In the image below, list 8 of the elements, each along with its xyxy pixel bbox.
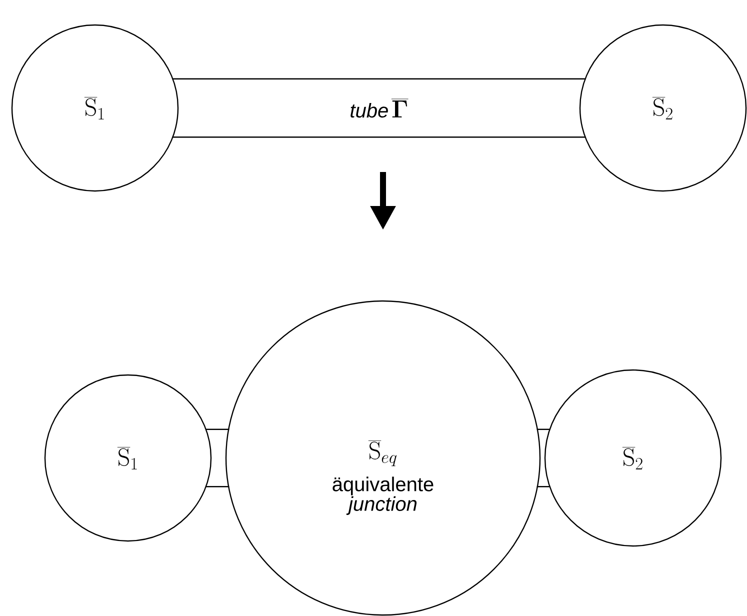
connecting-tube <box>204 428 230 488</box>
circle-node: $\overline{\mathrm{S}}_1$ <box>11 24 179 192</box>
circle-node: $\overline{\mathrm{S}}_{eq}$ äquivalente junction <box>225 300 541 616</box>
circle-node: $\overline{\mathrm{S}}_2$ <box>544 369 722 547</box>
tube-band: tube $\overline{\mathbf{\Gamma}}$ <box>172 78 586 138</box>
circle-node: $\overline{\mathrm{S}}_1$ <box>44 374 212 542</box>
circle-node: $\overline{\mathrm{S}}_2$ <box>579 24 747 192</box>
connecting-tube <box>536 428 551 488</box>
